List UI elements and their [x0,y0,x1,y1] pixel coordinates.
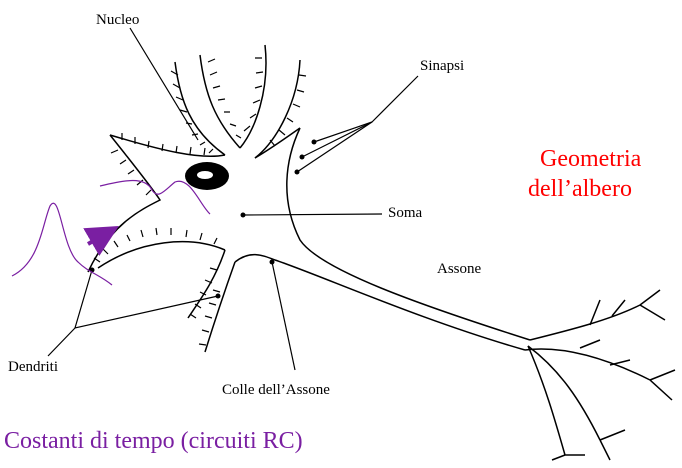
leader-soma [243,214,382,215]
leader-sinapsi-1 [314,76,418,142]
potential-curve-left [12,203,112,285]
leader-lines [48,28,418,370]
axon-twig-3 [600,430,625,460]
leader-colle [272,262,295,370]
label-assone: Assone [437,262,481,277]
dendrite-upper-left-inner [200,55,240,148]
axon-twig-4 [552,455,585,460]
leader-nucleo [130,28,198,140]
label-nucleo: Nucleo [96,13,139,28]
neuron-outline [88,45,675,460]
leader-sinapsi-3 [297,122,372,172]
axon-branch-1 [530,305,640,340]
label-soma: Soma [388,206,422,221]
axon-upper-edge [287,128,530,340]
axon-twig-1 [640,290,665,320]
note-geometria-line1: Geometria [540,145,641,174]
dendrite-left-upper [110,135,225,156]
leader-dendriti-label [48,328,75,356]
signal-arrow [88,230,112,244]
label-colle-assone: Colle dell’Assone [222,383,330,398]
nucleus [185,162,229,190]
note-geometria-line2: dell’albero [528,175,632,204]
label-dendriti: Dendriti [8,360,58,375]
axon-branch-2 [525,349,650,380]
dendrite-left-lower [88,135,160,272]
leader-dendriti [75,270,218,328]
note-costanti: Costanti di tempo (circuiti RC) [4,427,303,456]
axon-lower-edge [235,255,525,350]
dendrite-lower-inner [205,262,235,352]
dendrite-upper-left-outer [175,62,225,155]
dendrite-top-left [240,45,266,148]
axon-branch-3 [528,346,600,440]
label-sinapsi: Sinapsi [420,59,464,74]
leader-sinapsi-2 [302,122,372,157]
axon-twig-2 [650,370,675,400]
